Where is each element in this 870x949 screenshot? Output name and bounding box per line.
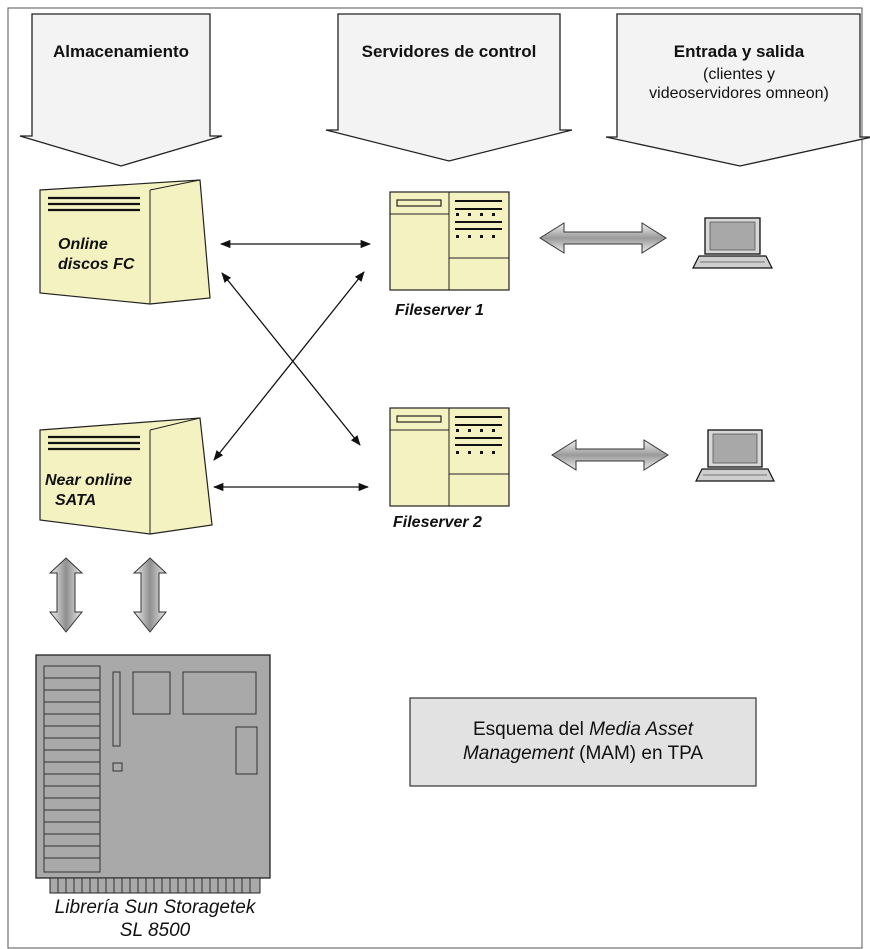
control-header-arrow	[325, 13, 573, 162]
caption-line2: Management (MAM) en TPA	[463, 742, 703, 766]
diagram-border	[7, 7, 863, 949]
link-online-fs2	[221, 272, 361, 446]
nearline-label-line1: Near online	[45, 472, 133, 489]
caption-box	[409, 697, 757, 787]
fileserver-2-icon	[389, 407, 510, 507]
laptop-icon-1	[692, 217, 773, 269]
nearline-label-line2: SATA	[55, 492, 97, 509]
io-link-arrow-2	[551, 439, 669, 471]
header-io: Entrada y salida	[673, 42, 805, 61]
caption-text: Esquema del Media Asset Management (MAM)…	[410, 698, 756, 786]
fileserver-1-label: Fileserver 1	[395, 302, 484, 319]
caption-part2: Media Asset	[589, 719, 694, 740]
library-label-line2: SL 8500	[119, 920, 191, 941]
header-storage: Almacenamiento	[52, 42, 190, 61]
nearline-storage-icon	[39, 417, 213, 535]
caption-line1: Esquema del Media Asset	[473, 718, 693, 742]
online-label-line2: discos FC	[58, 256, 135, 273]
header-control-servers: Servidores de control	[361, 42, 537, 61]
io-header-arrow	[605, 13, 870, 167]
caption-part1: Esquema del	[472, 719, 590, 740]
vertical-arrow-left	[48, 557, 84, 633]
fileserver-1-icon	[389, 191, 510, 291]
online-label-line1: Online	[58, 236, 108, 253]
library-label-line1: Librería Sun Storagetek	[54, 897, 256, 918]
io-link-arrow-1	[539, 222, 667, 254]
laptop-icon-2	[695, 429, 775, 482]
caption-part3: Management	[462, 743, 574, 764]
header-io-sub2: videoservidores omneon)	[649, 85, 829, 102]
vertical-arrow-right	[132, 557, 168, 633]
caption-part4: (MAM) en TPA	[573, 743, 704, 764]
header-io-sub1: (clientes y	[702, 66, 776, 83]
online-storage-icon	[39, 179, 211, 305]
storage-header-arrow	[19, 13, 223, 167]
link-nearline-fs1	[213, 271, 365, 461]
fileserver-2-label: Fileserver 2	[393, 514, 482, 531]
library-icon	[35, 654, 271, 894]
